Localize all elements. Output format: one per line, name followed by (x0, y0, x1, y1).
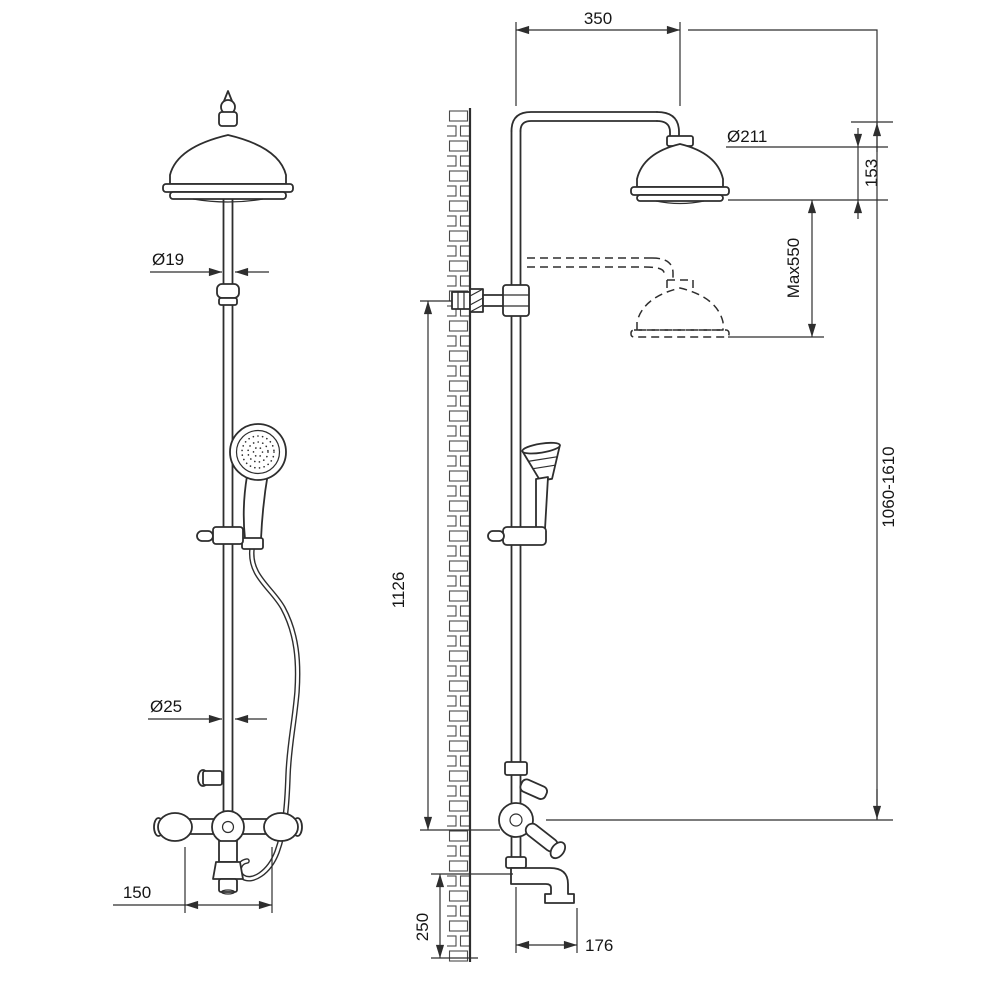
spout-front (212, 861, 244, 880)
dim-250-label: 250 (413, 913, 432, 941)
rain-head-lowered-position (527, 257, 730, 338)
right-handle (263, 812, 299, 842)
rain-shower-head-front (162, 90, 294, 203)
left-handle (157, 812, 193, 842)
pipe-union-front (216, 283, 240, 306)
diverter-knob-front (197, 769, 223, 787)
dim-arm-reach: 350 (515, 9, 681, 106)
hand-shower-handle-side (535, 476, 549, 530)
dim-spout-drop: 250 (413, 873, 513, 959)
hose-nut (241, 537, 264, 550)
dim-column-length: 1126 (389, 300, 500, 831)
mixer-side (498, 761, 575, 904)
union-nut (502, 284, 530, 317)
dim-153-label: 153 (862, 159, 881, 187)
slider-bracket-front (196, 526, 244, 545)
hand-shower-side (487, 441, 561, 546)
diverter-knob-side (519, 778, 548, 800)
holder-knob (487, 530, 505, 542)
dim-pipe-diameter-upper: Ø19 (150, 250, 269, 277)
spout-side (510, 867, 575, 904)
dim-head-diameter-label: Ø211 (727, 127, 767, 146)
riser-pipe-front (222, 198, 234, 847)
mixer-body (211, 810, 245, 844)
front-view: Ø19 Ø25 150 (113, 90, 303, 913)
dim-176-label: 176 (585, 936, 613, 955)
dim-total-height: 1060-1610 (546, 29, 898, 821)
dim-350-label: 350 (584, 9, 612, 28)
riser-pipe-side (510, 111, 680, 861)
dim-height-range-label: 1060-1610 (879, 446, 898, 527)
dim-25-label: Ø25 (150, 697, 182, 716)
dim-pipe-diameter-lower: Ø25 (148, 697, 267, 724)
mixer-front (153, 810, 303, 895)
mixer-body-side (498, 802, 534, 838)
wall-hatch (447, 108, 470, 962)
dim-150-label: 150 (123, 883, 151, 902)
dim-1126-label: 1126 (389, 572, 408, 609)
dim-head-drop: Max550 (728, 199, 824, 338)
dim-19-label: Ø19 (152, 250, 184, 269)
dim-handle-span: 150 (113, 847, 273, 913)
supply-hex-fitting (451, 291, 471, 310)
dim-spout-reach: 176 (515, 887, 613, 955)
holder-clamp (502, 526, 547, 546)
side-view: 350 Ø211 153 Max550 1060-1610 1126 (389, 9, 898, 962)
rain-shower-head-side (630, 135, 730, 205)
hand-shower-handle (242, 472, 269, 540)
wall-connector (451, 284, 530, 317)
dim-max550-label: Max550 (784, 238, 803, 298)
hand-shower-face (229, 423, 287, 481)
hand-shower-front (229, 423, 287, 550)
wall (447, 108, 472, 962)
bracket-knob (196, 530, 214, 542)
dim-head-diameter: Ø211 (727, 127, 767, 146)
